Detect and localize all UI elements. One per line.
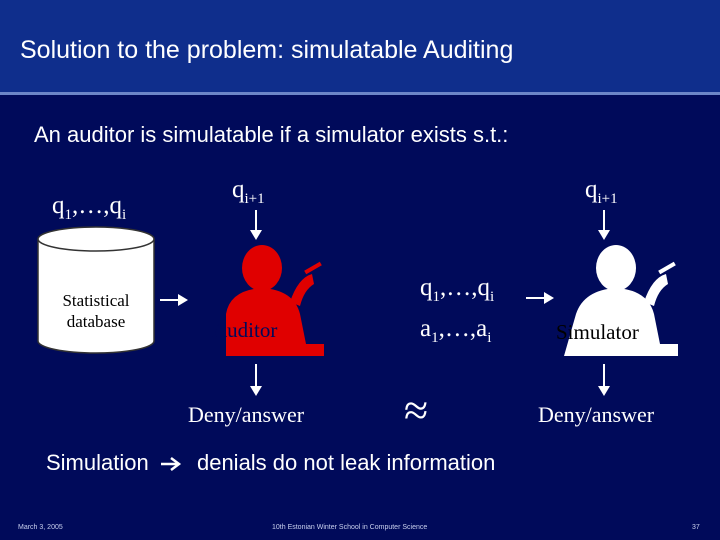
arrow-inputs-to-simulator-icon — [526, 292, 554, 304]
auditor-query-next-sub: i+1 — [244, 191, 265, 207]
simulator-input-answers-base: a — [420, 315, 432, 342]
arrow-query-to-auditor-icon — [250, 210, 262, 240]
simulator-figure-icon — [564, 245, 678, 356]
query-list-base: q — [52, 192, 65, 219]
arrow-simulator-to-output-icon — [598, 364, 610, 396]
arrow-auditor-to-output-icon — [250, 364, 262, 396]
database-label: Statistical database — [46, 290, 146, 332]
auditor-query-next: qi+1 — [232, 176, 265, 208]
query-list: q1,…,qi — [52, 192, 126, 224]
query-list-mid: ,…,q — [72, 192, 122, 219]
auditor-query-next-base: q — [232, 176, 245, 203]
simulator-output: Deny/answer — [538, 402, 655, 427]
auditor-figure-icon — [226, 245, 324, 356]
footer-date: March 3, 2005 — [18, 524, 63, 531]
page-number: 37 — [692, 524, 700, 531]
right-arrow-icon — [160, 457, 181, 472]
arrow-query-to-simulator-icon — [598, 210, 610, 240]
database-label-line1: Statistical — [62, 291, 130, 310]
approx-symbol: ≈ — [404, 386, 429, 435]
simulator-input-answers-subi: i — [487, 330, 492, 346]
simulator-input-answers: a1,…,ai — [420, 313, 494, 354]
slide-title: Solution to the problem: simulatable Aud… — [20, 36, 514, 64]
footer-event: 10th Estonian Winter School in Computer … — [272, 524, 428, 531]
arrow-db-to-auditor-icon — [160, 294, 188, 306]
auditor-label: Auditor — [212, 318, 278, 342]
query-list-subi: i — [122, 207, 127, 223]
simulator-input-answers-sub1: 1 — [431, 330, 439, 346]
auditor-output: Deny/answer — [188, 402, 305, 427]
simulator-query-next-sub: i+1 — [597, 191, 618, 207]
intro-text: An auditor is simulatable if a simulator… — [34, 122, 509, 147]
simulator-input-queries-sub1: 1 — [432, 289, 441, 305]
conclusion-text: Simulation denials do not leak informati… — [46, 450, 495, 476]
database-label-line2: database — [66, 312, 126, 331]
conclusion-right: denials do not leak information — [196, 450, 496, 475]
query-list-sub1: 1 — [64, 207, 73, 223]
simulator-query-next-base: q — [585, 176, 598, 203]
simulator-input-queries-subi: i — [490, 289, 495, 305]
simulator-label: Simulator — [556, 320, 639, 344]
simulator-query-next: qi+1 — [585, 176, 618, 208]
database-icon — [37, 226, 155, 354]
simulator-inputs: q1,…,qi a1,…,ai — [420, 272, 494, 354]
simulator-input-queries-base: q — [420, 274, 433, 301]
simulator-input-queries: q1,…,qi — [420, 272, 494, 313]
conclusion-left: Simulation — [46, 450, 149, 475]
title-bar: Solution to the problem: simulatable Aud… — [0, 0, 720, 95]
simulator-input-queries-mid: ,…,q — [440, 274, 490, 301]
simulator-input-answers-mid: ,…,a — [438, 315, 488, 342]
